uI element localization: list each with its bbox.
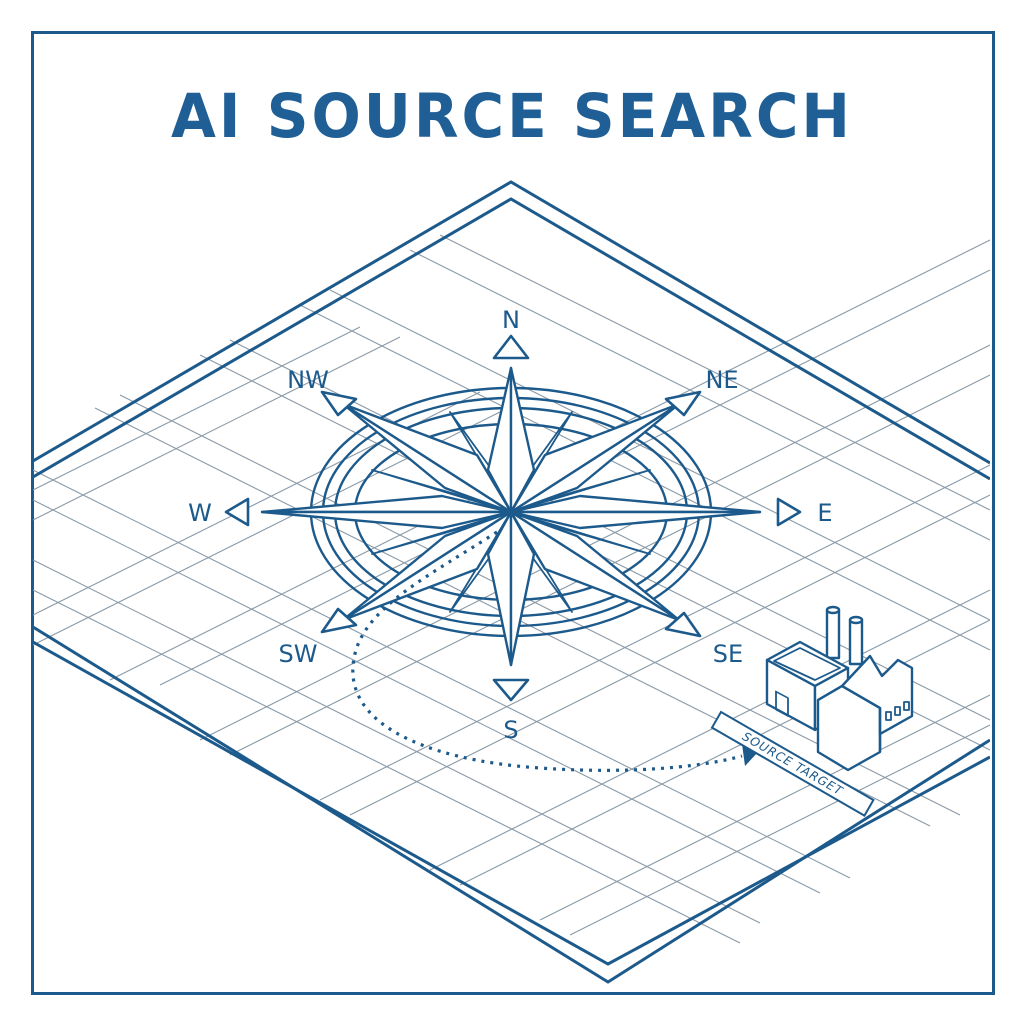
map-border — [33, 180, 990, 984]
path-arrow-icon — [742, 744, 758, 766]
outer-frame — [31, 31, 995, 995]
label-s: S — [503, 716, 518, 744]
compass-rose — [224, 334, 802, 702]
label-n: N — [502, 306, 520, 334]
page-title: AI SOURCE SEARCH — [171, 80, 853, 152]
label-e: E — [817, 499, 832, 527]
search-path — [351, 530, 758, 772]
label-ne: NE — [705, 366, 738, 394]
label-nw: NW — [287, 366, 329, 394]
label-se: SE — [713, 640, 743, 668]
factory-icon — [765, 605, 914, 772]
direction-labels: N NE E SE S SW W NW — [188, 306, 832, 744]
label-sw: SW — [279, 640, 318, 668]
label-w: W — [188, 499, 212, 527]
arrowheads — [224, 334, 802, 702]
